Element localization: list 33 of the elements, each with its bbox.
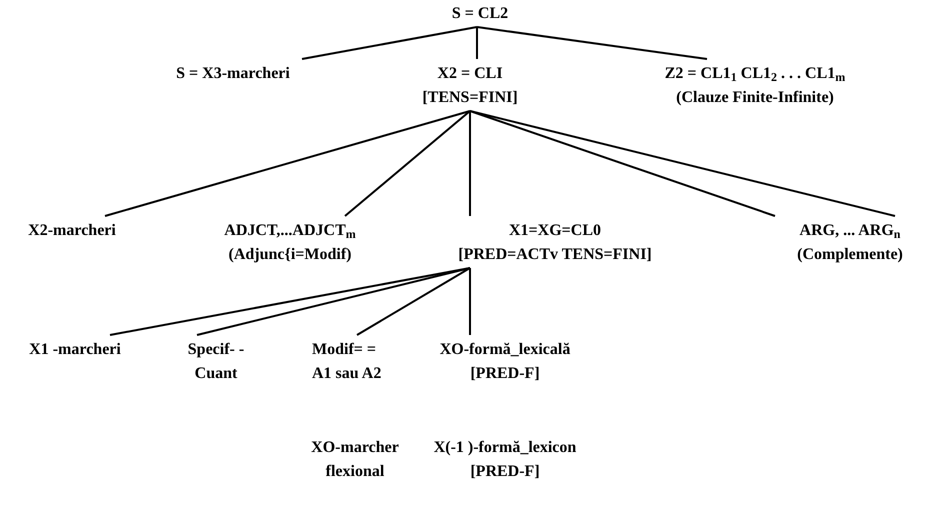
node-label: S = X3-marcheri [176,64,290,84]
node-label: XO-formă_lexicală [440,340,570,360]
node-label: S = CL2 [452,4,508,24]
node-annotation: [PRED=ACTv TENS=FINI] [458,245,652,265]
node-annotation: (Adjunc{i=Modif) [228,245,352,265]
tree-branch-line [110,267,470,336]
tree-branch-line [476,27,478,59]
tree-branch-line [302,26,478,60]
node-label: Specif- -Cuant [186,340,246,384]
tree-branch-line [469,268,471,335]
node-annotation: [PRED-F] [470,364,540,384]
node-annotation: (Complemente) [797,245,903,265]
tree-branch-line [104,110,470,217]
node-label: X2 = CLI [437,64,503,84]
tree-branch-line [470,110,896,217]
tree-branch-line [356,267,470,336]
node-label: Z2 = CL1$_{1}$ CL1$_{2}$ . . . CL1$_{m}$ [664,64,846,86]
node-label: XO-marcher flexional [310,438,400,482]
node-label: X1=XG=CL0 [509,221,601,241]
node-label: X2-marcheri [28,221,116,241]
tree-branch-line [470,110,776,217]
node-label: X1 -marcheri [29,340,121,360]
tree-branch-line [196,267,470,336]
node-label: Modif= = A1 sau A2 [312,340,382,384]
tree-branch-line [476,26,708,60]
node-label: ARG, ... ARG$_{n}$ [800,221,900,243]
node-label: ADJCT,...ADJCT$_{m}$ [224,221,356,243]
tree-branch-line [344,110,471,217]
node-annotation: (Clauze Finite-Infinite) [676,88,834,108]
node-annotation: [PRED-F] [470,462,540,482]
tree-branch-line [469,111,471,216]
node-annotation: [TENS=FINI] [422,88,518,108]
node-label: X(-1 )-formă_lexicon [434,438,576,458]
